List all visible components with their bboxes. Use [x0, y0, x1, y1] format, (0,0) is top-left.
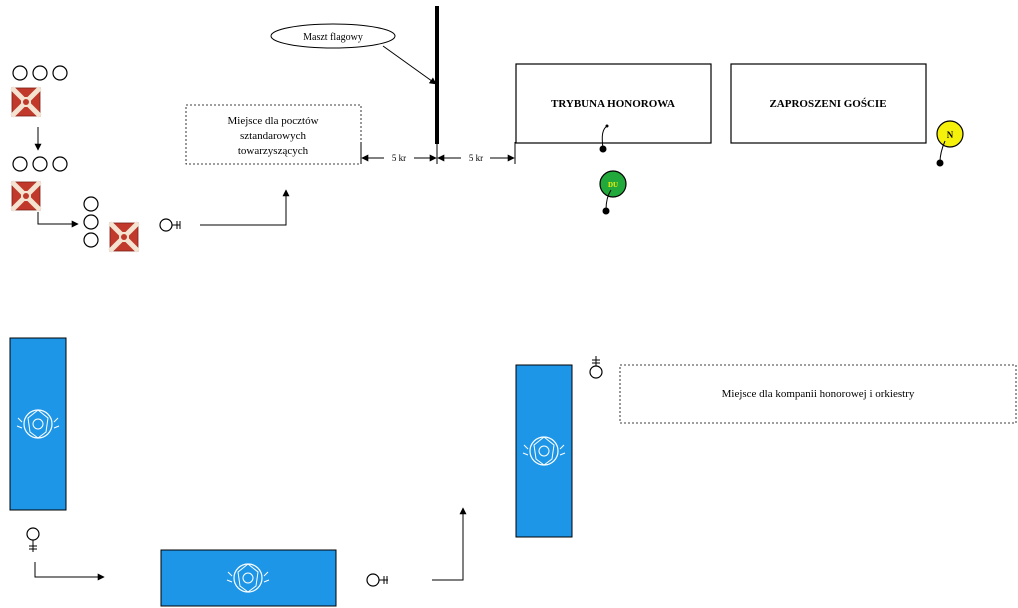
escort-area-line-3: towarzyszących	[238, 145, 309, 157]
flag-mast-group: Maszt flagowy	[270, 6, 439, 144]
honor-company-area: Miejsce dla kompanii honorowej i orkiest…	[619, 364, 1017, 424]
mast-callout-bubble	[270, 23, 396, 49]
standard-bearers-group-1	[12, 65, 68, 151]
escort-area-line-2: sztandarowych	[240, 130, 306, 142]
escort-standards-area: Miejsce dla pocztów sztandarowych towarz…	[185, 104, 362, 165]
distance-right-label: 5 kr	[469, 153, 483, 163]
march-path-top	[159, 189, 290, 232]
commander-marker: DU	[599, 170, 627, 215]
banner-vertical-left	[9, 337, 105, 581]
honor-company-area-label: Miejsce dla kompanii honorowej i orkiest…	[722, 388, 915, 400]
honor-stand: TRYBUNA HONOROWA	[515, 63, 712, 153]
honor-stand-label: TRYBUNA HONOROWA	[551, 98, 675, 110]
invited-guests-area: ZAPROSZENI GOŚCIE	[730, 63, 927, 144]
distance-left-label: 5 kr	[392, 153, 406, 163]
standard-bearers-group-2	[12, 156, 79, 228]
commander-badge-label: DU	[608, 181, 618, 189]
mast-label: Maszt flagowy	[303, 32, 363, 43]
banner-horizontal	[160, 507, 467, 607]
guests-label: ZAPROSZENI GOŚCIE	[769, 98, 886, 110]
distance-markers: 5 kr 5 kr	[360, 142, 516, 164]
banner-vertical-right	[515, 356, 603, 538]
mast-callout-arrow	[382, 45, 437, 85]
guest-badge-label: N	[947, 130, 954, 140]
standard-bearers-group-3	[83, 196, 138, 251]
guest-marker: N	[936, 120, 964, 167]
escort-area-line-1: Miejsce dla pocztów	[227, 115, 318, 127]
